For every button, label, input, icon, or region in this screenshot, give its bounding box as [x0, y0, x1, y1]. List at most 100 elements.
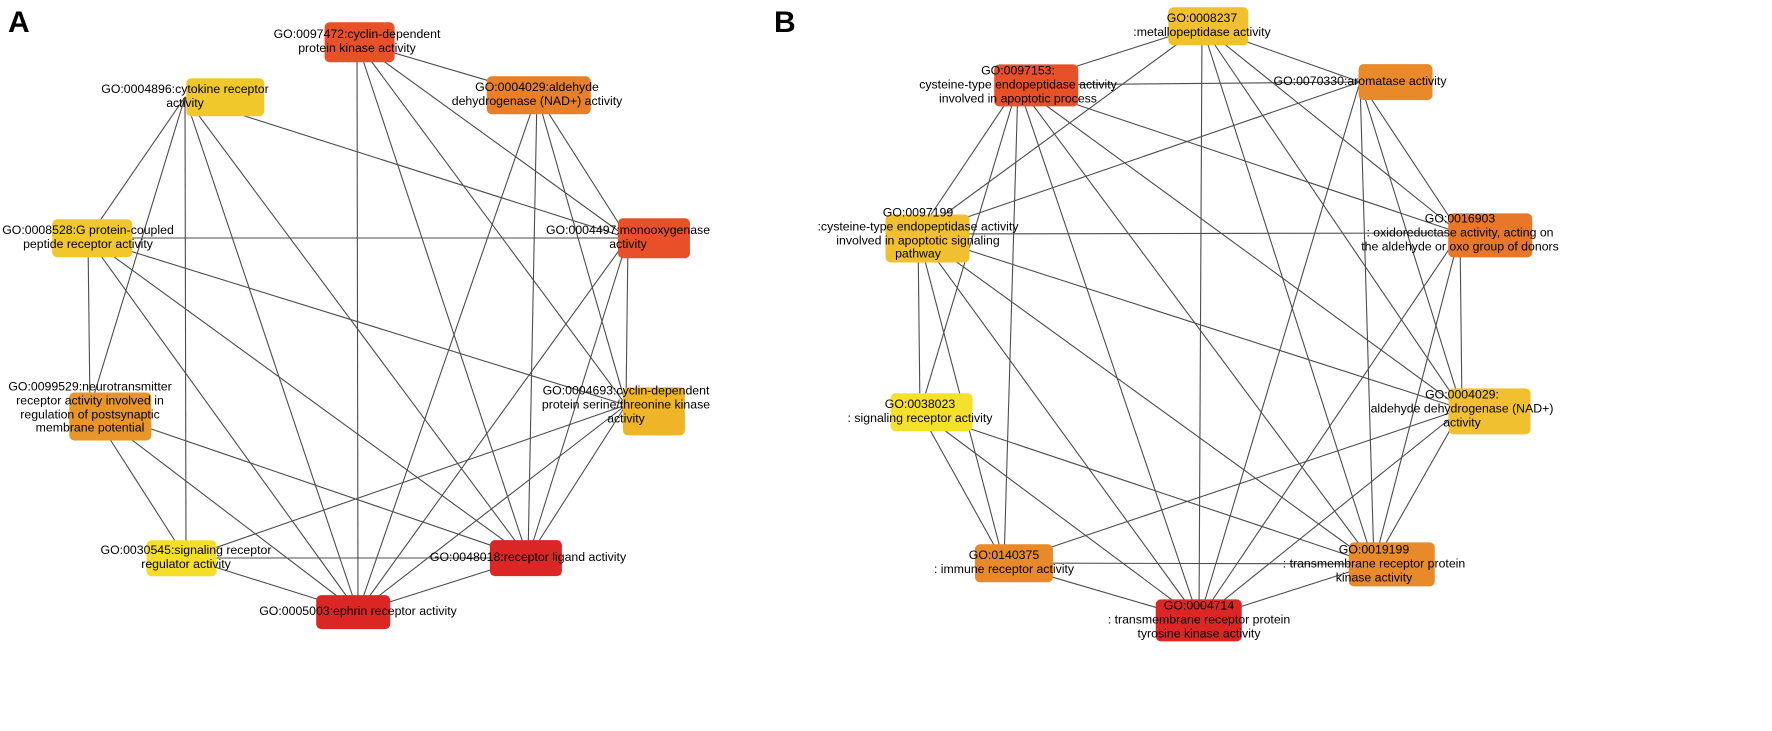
go-node-chip [1359, 63, 1433, 100]
go-node-label-line: the aldehyde or oxo group of donors [1361, 238, 1559, 253]
network-edge [1198, 408, 1463, 621]
go-node-label-line: : transmembrane receptor protein [1282, 556, 1466, 571]
go-node-chip [617, 218, 690, 258]
go-node-chip [1447, 212, 1532, 257]
go-node-label-line: activity [609, 237, 647, 251]
go-node-label-line: GO:0097472:cyclin-dependent [273, 27, 441, 42]
go-node-label-line: GO:0097199 [882, 205, 954, 220]
go-node-label-line: GO:0008528:G protein-coupled [2, 223, 174, 238]
network-edge [185, 404, 627, 559]
network-edge [356, 41, 629, 239]
go-node-label-line: regulator activity [141, 557, 231, 571]
go-node-label-line: activity [166, 96, 204, 110]
go-node-label-line: protein serine/threonine kinase [541, 397, 711, 412]
go-node-chip [147, 540, 217, 576]
go-node-GO-0048018[interactable]: GO:0048018:receptor ligand activity [430, 539, 626, 576]
go-node-label-line: :cysteine-type endopeptidase activity [817, 219, 1019, 234]
network-edge [184, 96, 529, 559]
go-node-chip [1349, 541, 1435, 586]
network-edge [1201, 25, 1461, 234]
go-node-label-line: GO:0004029: [1425, 387, 1499, 402]
go-node-label: GO:0019199: transmembrane receptor prote… [1283, 543, 1466, 584]
go-node-label-line: :metallopeptidase activity [1133, 25, 1271, 39]
go-node-GO-0008237[interactable]: GO:0008237:metallopeptidase activity [1133, 7, 1271, 45]
network-edge [1003, 84, 1019, 564]
network-edge [184, 96, 359, 613]
network-edge [356, 41, 359, 613]
go-node-label-line: GO:0070330:aromatase activity [1273, 74, 1447, 89]
go-node-GO-0140375[interactable]: GO:0140375: immune receptor activity [934, 544, 1074, 582]
network-edge [1198, 25, 1203, 621]
go-node-label: GO:0070330:aromatase activity [1273, 74, 1447, 89]
go-node-chip [1156, 598, 1242, 641]
network-edge [1017, 84, 1375, 565]
go-node-chip [891, 393, 973, 431]
go-node-GO-0097153[interactable]: GO:0097153:cysteine-type endopeptidase a… [919, 64, 1117, 106]
panel-b-letter: B [774, 6, 796, 39]
network-edge [87, 96, 186, 239]
go-node-GO-0097199[interactable]: GO:0097199:cysteine-type endopeptidase a… [817, 205, 1019, 262]
go-node-chip [886, 214, 970, 262]
network-edge [919, 411, 1005, 564]
go-node-label-line: GO:0016903 [1424, 211, 1496, 226]
go-node-label-line: GO:0097153: [981, 63, 1055, 78]
go-node-chip [1449, 387, 1531, 434]
go-node-label: GO:0005003:ephrin receptor activity [259, 604, 457, 619]
go-node-GO-0005003[interactable]: GO:0005003:ephrin receptor activity [259, 594, 457, 629]
network-edge [917, 25, 1203, 235]
go-node-label-line: kinase activity [1335, 569, 1413, 584]
go-node-label-line: : signaling receptor activity [847, 411, 993, 425]
go-node-label-line: dehydrogenase (NAD+) activity [451, 94, 623, 108]
go-node-label: GO:0038023: signaling receptor activity [847, 397, 993, 426]
network-edge [1198, 81, 1361, 621]
go-node-label-line: activity [1443, 414, 1481, 429]
network-edge [536, 94, 629, 239]
go-node-label-line: GO:0099529:neurotransmitter [8, 379, 172, 394]
network-edge [1003, 408, 1463, 564]
go-node-chip [622, 386, 685, 435]
go-node-GO-0004029[interactable]: GO:0004029:aldehyde dehydrogenase (NAD+)… [1370, 387, 1554, 434]
go-node-chip [487, 76, 591, 114]
panel-a-letter: A [8, 6, 30, 39]
go-node-label-line: pathway [895, 246, 941, 261]
go-node-label-line: GO:0019199 [1338, 542, 1410, 557]
go-node-label-line: aldehyde dehydrogenase (NAD+) [1370, 401, 1554, 416]
go-node-label-line: regulation of postsynaptic [20, 407, 160, 421]
go-node-GO-0070330[interactable]: GO:0070330:aromatase activity [1273, 63, 1447, 100]
go-node-label: GO:0097153:cysteine-type endopeptidase a… [919, 64, 1117, 105]
go-node-label-line: peptide receptor activity [23, 237, 153, 251]
go-node-label-line: GO:0030545:signaling receptor [100, 543, 272, 558]
go-node-GO-0019199[interactable]: GO:0019199: transmembrane receptor prote… [1283, 541, 1466, 586]
go-node-label-line: : transmembrane receptor protein [1107, 612, 1291, 627]
go-node-label-line: GO:0004896:cytokine receptor [101, 82, 269, 97]
go-node-chip [315, 594, 390, 629]
go-node-label: GO:0140375: immune receptor activity [934, 548, 1074, 577]
go-node-label-line: GO:0004029:aldehyde [475, 80, 599, 95]
go-node-chip [325, 22, 395, 62]
network-edge [625, 237, 629, 406]
network-edge [1459, 232, 1463, 410]
go-node-GO-0016903[interactable]: GO:0016903: oxidoreductase activity, act… [1361, 211, 1559, 257]
network-edge [527, 404, 627, 559]
go-node-label: GO:0004714: transmembrane receptor prote… [1108, 599, 1291, 640]
go-node-chip [975, 544, 1053, 582]
go-node-label: GO:0008237:metallopeptidase activity [1133, 11, 1271, 40]
go-node-GO-0038023[interactable]: GO:0038023: signaling receptor activity [847, 393, 993, 431]
network-edge [356, 41, 529, 559]
go-node-label-line: receptor activity involved in [16, 393, 164, 408]
network-edge [1373, 408, 1463, 565]
go-node-GO-0004714[interactable]: GO:0004714: transmembrane receptor prote… [1108, 598, 1291, 641]
